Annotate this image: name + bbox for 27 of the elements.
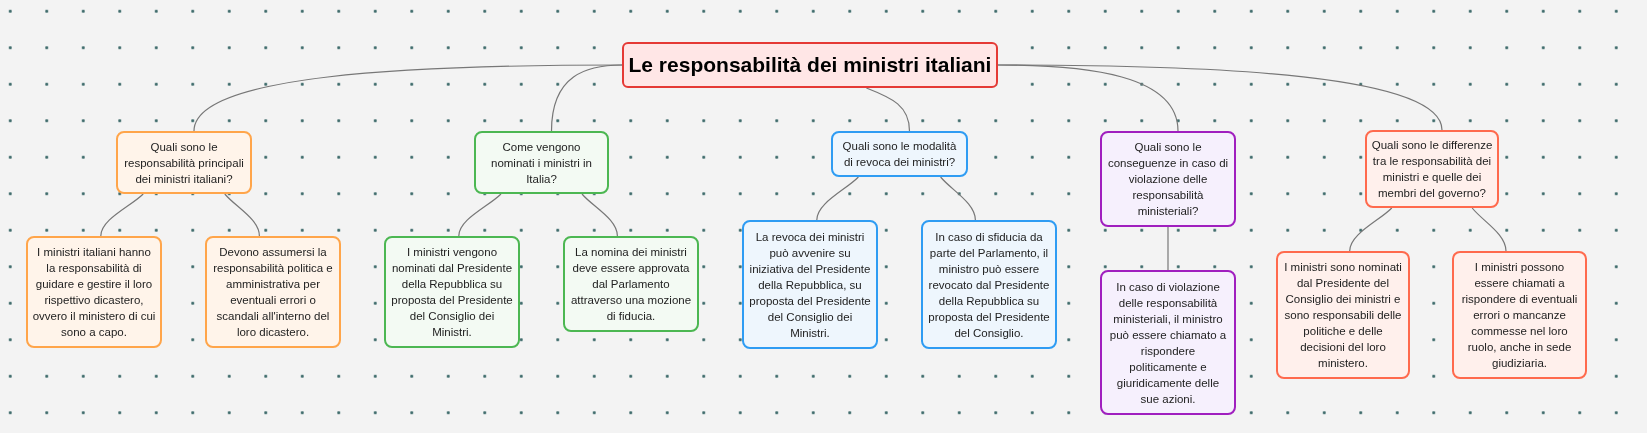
topic-box: Quali sono le modalità di revoca dei ministri? xyxy=(831,131,968,177)
connector-line xyxy=(997,64,1443,131)
topic-box: Quali sono le differenze tra le responsabilità dei ministri e quelle dei membri del governo? xyxy=(1365,130,1499,208)
connector-line xyxy=(816,176,859,221)
topic-box: In caso di violazione delle responsabilità ministeriali, il ministro può essere chiamato a rispondere politicamente e giuridicamente delle sue azioni. xyxy=(1100,270,1236,415)
topic-box: I ministri italiani hanno la responsabilità di guidare e gestire il loro rispettivo dicastero, ovvero il ministero di cui sono a capo. xyxy=(26,236,162,348)
connector-line xyxy=(1349,207,1393,252)
connector-line xyxy=(458,193,502,237)
connector-line xyxy=(581,193,618,237)
connector-line xyxy=(1471,207,1507,252)
topic-box: Quali sono le conseguenze in caso di violazione delle responsabilità ministeriali? xyxy=(1100,131,1236,227)
topic-box: I ministri sono nominati dal Presidente del Consiglio dei ministri e sono responsabili delle politiche e delle decisioni del loro ministero. xyxy=(1276,251,1410,379)
topic-box: Devono assumersi la responsabilità politica e amministrativa per eventuali errori o scandali all'interno del loro dicastero. xyxy=(205,236,341,348)
topic-box: La revoca dei ministri può avvenire su iniziativa del Presidente della Repubblica, su proposta del Presidente del Consiglio dei Ministri. xyxy=(742,220,878,349)
connector-line xyxy=(550,64,623,132)
topic-box: I ministri vengono nominati dal Presidente della Repubblica su proposta del Presidente del Consiglio dei Ministri. xyxy=(384,236,520,348)
central-topic-box: Le responsabilità dei ministri italiani xyxy=(622,42,998,88)
topic-box: Come vengono nominati i ministri in Italia? xyxy=(474,131,609,194)
connector-line xyxy=(224,193,260,237)
connector-line xyxy=(1167,226,1169,271)
connector-line xyxy=(940,176,976,221)
topic-box: I ministri possono essere chiamati a rispondere di eventuali errori o mancanze commesse nel loro ruolo, anche in sede giudiziaria. xyxy=(1452,251,1587,379)
connector-line xyxy=(865,87,911,132)
topic-box: In caso di sfiducia da parte del Parlamento, il ministro può essere revocato dal Presidente della Repubblica su proposta del Presidente del Consiglio. xyxy=(921,220,1057,349)
connector-line xyxy=(100,193,144,237)
topic-box: Quali sono le responsabilità principali dei ministri italiani? xyxy=(116,131,252,194)
topic-box: La nomina dei ministri deve essere approvata dal Parlamento attraverso una mozione di fiducia. xyxy=(563,236,699,332)
